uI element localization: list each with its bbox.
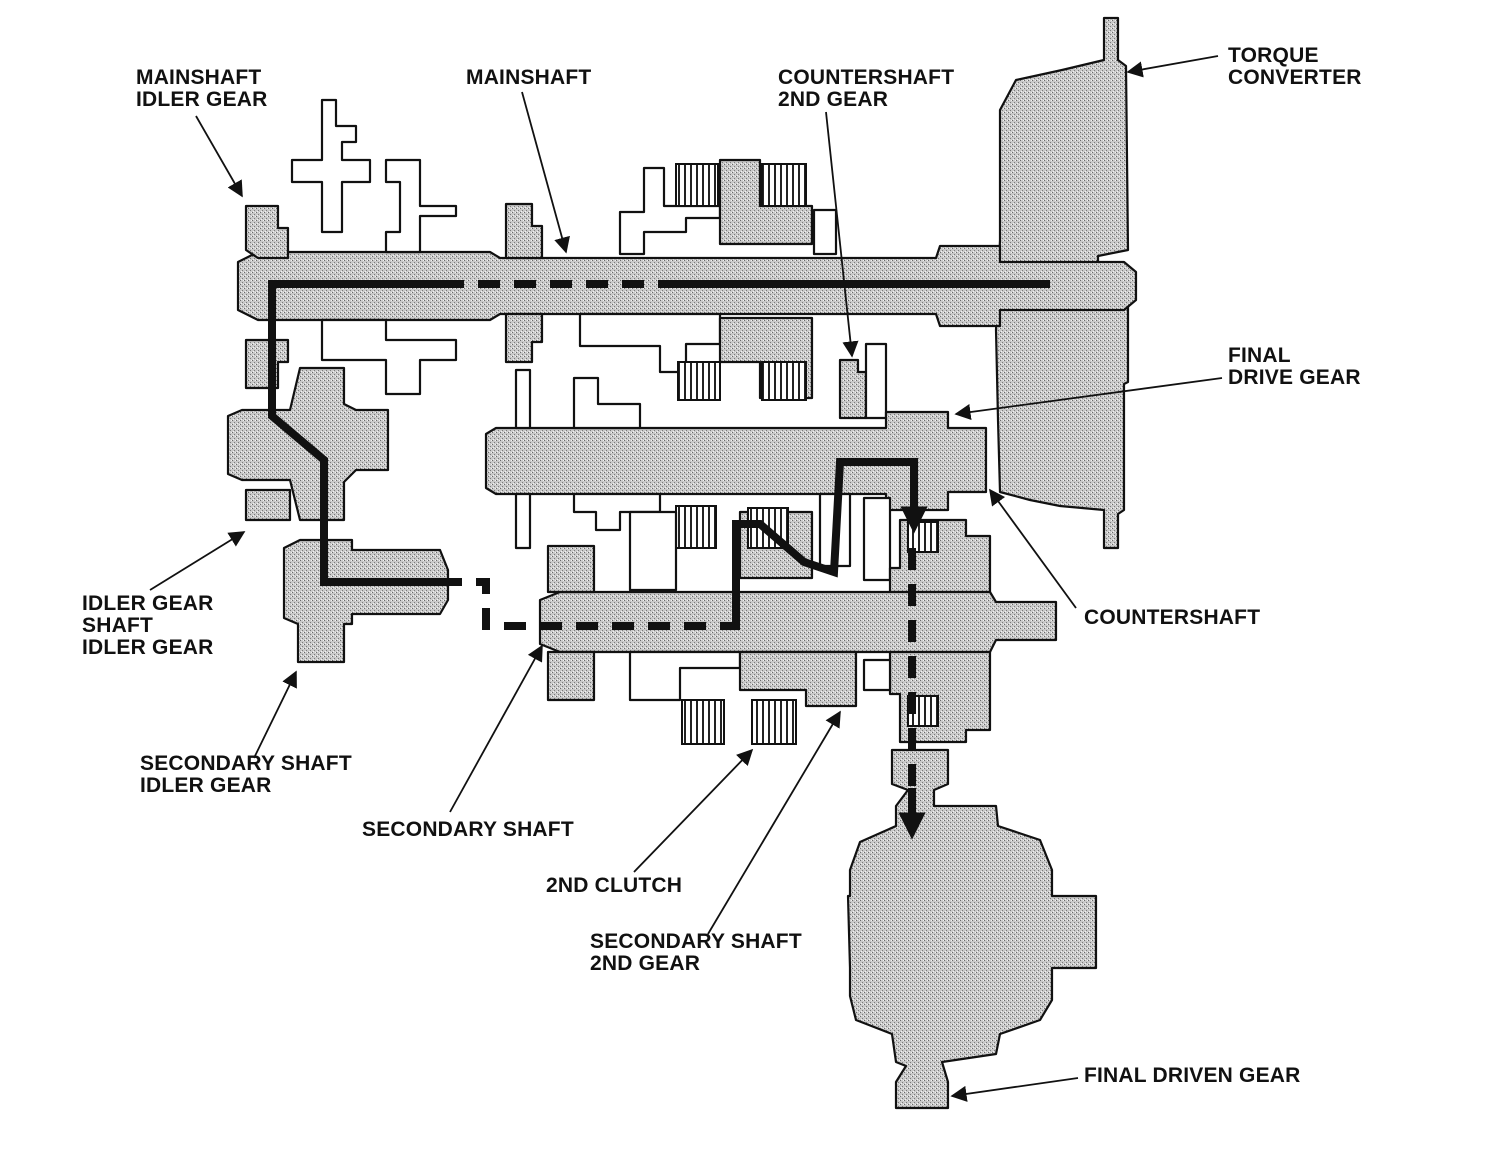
label-secondary-shaft-idler-gear-line2: IDLER GEAR xyxy=(140,774,272,797)
label-mainshaft-line1: MAINSHAFT xyxy=(466,66,591,89)
power-flow-idler xyxy=(268,280,446,586)
mainshaft-left-housing xyxy=(290,98,458,396)
mainshaft-clutch-assembly xyxy=(578,158,838,401)
label-secondary-shaft-idler-gear-line1: SECONDARY SHAFT xyxy=(140,752,352,775)
secondary-shaft-gears xyxy=(546,544,892,745)
final-driven-gear xyxy=(846,748,1098,1110)
labels: MAINSHAFT IDLER GEAR MAINSHAFT COUNTERSH… xyxy=(82,44,1362,1087)
label-idler-gear-shaft-idler-gear: IDLER GEAR SHAFT IDLER GEAR xyxy=(82,592,220,659)
label-2nd-clutch: 2ND CLUTCH xyxy=(546,874,682,897)
power-flow-path xyxy=(268,280,1050,840)
label-countershaft-line1: COUNTERSHAFT xyxy=(1084,606,1260,629)
label-final-drive-gear-line1: FINAL xyxy=(1228,344,1291,367)
label-secondary-shaft-line1: SECONDARY SHAFT xyxy=(362,818,574,841)
label-secondary-shaft-idler-gear: SECONDARY SHAFT IDLER GEAR xyxy=(140,752,358,797)
label-secondary-shaft-2nd-gear-line2: 2ND GEAR xyxy=(590,952,700,975)
label-final-drive-gear: FINAL DRIVE GEAR xyxy=(1228,344,1361,389)
label-countershaft-2nd-gear-line2: 2ND GEAR xyxy=(778,88,888,111)
label-torque-converter-line1: TORQUE xyxy=(1228,44,1319,67)
label-idler-gear-shaft-idler-gear-line3: IDLER GEAR xyxy=(82,636,214,659)
leader-lines xyxy=(149,55,1223,1102)
label-idler-gear-shaft-idler-gear-line2: SHAFT xyxy=(82,614,153,637)
label-secondary-shaft-2nd-gear-line1: SECONDARY SHAFT xyxy=(590,930,802,953)
secondary-shaft-idler-gear-part xyxy=(282,538,450,664)
label-final-driven-gear: FINAL DRIVEN GEAR xyxy=(1084,1064,1301,1087)
mainshaft-idler-gear xyxy=(244,204,290,390)
countershaft-2nd-gear-part xyxy=(838,342,888,420)
mainshaft-gear-left xyxy=(504,202,544,364)
label-final-driven-gear-line1: FINAL DRIVEN GEAR xyxy=(1084,1064,1301,1087)
label-torque-converter: TORQUE CONVERTER xyxy=(1228,44,1362,89)
secondary-shaft xyxy=(538,590,1058,654)
power-flow-secondary-clutch xyxy=(720,458,928,630)
countershaft-left-gears xyxy=(514,368,662,550)
label-mainshaft: MAINSHAFT xyxy=(466,66,591,89)
label-mainshaft-idler-gear: MAINSHAFT IDLER GEAR xyxy=(136,66,268,111)
label-2nd-clutch-line1: 2ND CLUTCH xyxy=(546,874,682,897)
label-countershaft-2nd-gear: COUNTERSHAFT 2ND GEAR xyxy=(778,66,960,111)
label-secondary-shaft: SECONDARY SHAFT xyxy=(362,818,574,841)
label-mainshaft-idler-gear-line1: MAINSHAFT xyxy=(136,66,261,89)
countershaft-clutch-assembly xyxy=(628,492,892,592)
label-countershaft: COUNTERSHAFT xyxy=(1084,606,1260,629)
label-idler-gear-shaft-idler-gear-line1: IDLER GEAR xyxy=(82,592,214,615)
label-mainshaft-idler-gear-line2: IDLER GEAR xyxy=(136,88,268,111)
label-secondary-shaft-2nd-gear: SECONDARY SHAFT 2ND GEAR xyxy=(590,930,808,975)
label-final-drive-gear-line2: DRIVE GEAR xyxy=(1228,366,1361,389)
label-torque-converter-line2: CONVERTER xyxy=(1228,66,1362,89)
label-countershaft-2nd-gear-line1: COUNTERSHAFT xyxy=(778,66,954,89)
